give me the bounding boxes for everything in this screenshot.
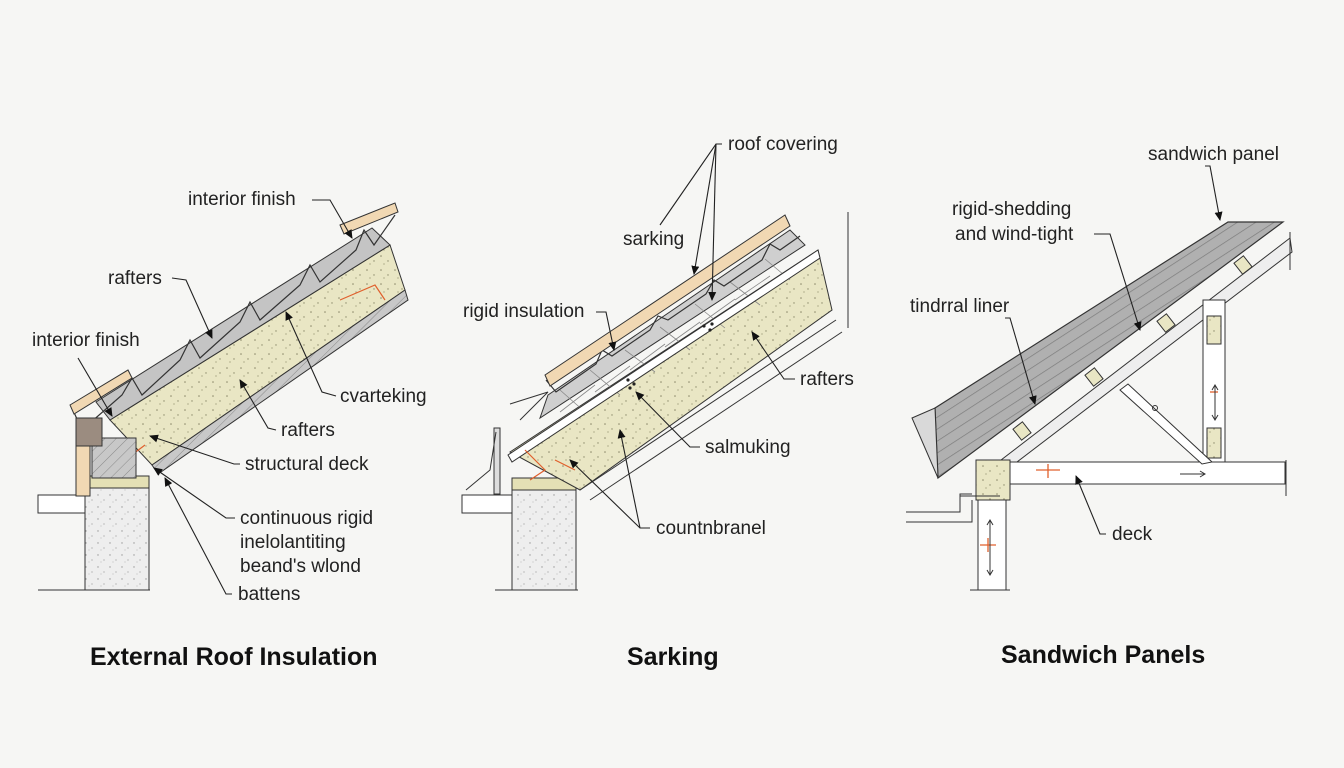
label-continuous-rigid-3: beand's wlond xyxy=(240,556,361,577)
leader-rigid-insulation xyxy=(596,311,617,351)
label-rigid-shedding-2: and wind-tight xyxy=(955,224,1074,245)
panel-sandwich-panels: sandwich panel rigid-shedding and wind-t… xyxy=(906,144,1293,669)
label-continuous-rigid-1: continuous rigid xyxy=(240,508,373,529)
wall-flashing xyxy=(906,493,973,523)
leader-battens xyxy=(164,477,232,595)
sarking-outer-line xyxy=(589,331,843,501)
label-deck: deck xyxy=(1112,524,1153,545)
leader-cvarteking xyxy=(285,311,337,397)
leader-rafters-sarking xyxy=(751,331,795,380)
leader-rafters-mid xyxy=(239,379,277,431)
fixing-dots xyxy=(626,322,714,390)
leader-roof-covering-c xyxy=(708,143,717,301)
leader-roof-covering-b xyxy=(691,143,717,275)
leader-salmuking xyxy=(635,391,700,448)
leader-rigid-shedding xyxy=(1094,233,1142,331)
label-sarking: sarking xyxy=(623,229,684,250)
dimension-arrows xyxy=(960,384,1219,576)
batten-top xyxy=(339,202,399,235)
label-roof-covering: roof covering xyxy=(728,134,838,155)
leader-rafters-top xyxy=(171,277,213,339)
bolt xyxy=(1152,405,1158,411)
label-salmuking: salmuking xyxy=(705,437,791,458)
label-interior-finish-top: interior finish xyxy=(188,189,296,210)
sarking-membrane xyxy=(539,229,806,420)
batten-boards xyxy=(69,369,133,415)
leader-sandwich-panel xyxy=(1205,165,1223,221)
column-infill-top xyxy=(1206,315,1222,345)
label-rigid-insulation: rigid insulation xyxy=(463,301,584,322)
wall-top-block xyxy=(75,417,103,447)
leader-deck xyxy=(1075,475,1106,535)
sarking-under-strip xyxy=(507,249,821,463)
leader-roof-covering xyxy=(659,143,722,226)
leader-interior-finish-top xyxy=(312,199,353,239)
label-rigid-shedding-1: rigid-shedding xyxy=(952,199,1071,220)
eave-lines xyxy=(465,391,549,491)
red-dimension-marks xyxy=(980,391,1218,552)
label-countnbranel: countnbranel xyxy=(656,518,766,539)
label-cvarteking: cvarteking xyxy=(340,386,427,407)
column-cap xyxy=(975,459,1011,501)
leader-structural-deck xyxy=(149,434,240,465)
panel-sarking: roof covering sarking rigid insulation r… xyxy=(461,134,854,671)
label-structural-deck: structural deck xyxy=(245,454,369,475)
panel-title-sandwich-panels: Sandwich Panels xyxy=(1001,641,1205,669)
column-infill-low xyxy=(1206,427,1222,459)
panel-external-roof-insulation: interior finish rafters interior finish … xyxy=(32,189,427,671)
stepped-battens xyxy=(71,214,396,431)
sandwich-panel-edge xyxy=(911,407,939,479)
sandwich-roof-panel xyxy=(934,221,1285,480)
label-continuous-rigid-2: inelolantiting xyxy=(240,532,346,553)
label-rafters-mid: rafters xyxy=(281,420,335,441)
panel-title-external-roof-insulation: External Roof Insulation xyxy=(90,643,378,671)
sarking-lower-line xyxy=(579,319,837,491)
knee-brace xyxy=(1119,383,1214,465)
diamond-pattern xyxy=(559,258,791,413)
panel-title-sarking: Sarking xyxy=(627,643,719,671)
leader-tindrral-liner xyxy=(1005,317,1037,405)
right-edge-lines xyxy=(1285,232,1291,496)
leader-interior-finish-left xyxy=(77,357,113,417)
label-tindrral-liner: tindrral liner xyxy=(910,296,1010,317)
leader-continuous-rigid xyxy=(153,467,235,519)
label-interior-finish-left: interior finish xyxy=(32,330,140,351)
leader-countnbranel-b xyxy=(617,429,641,529)
counter-battens xyxy=(545,235,801,393)
label-battens: battens xyxy=(238,584,300,605)
steel-beam xyxy=(984,461,1286,485)
liner-blocks xyxy=(1012,255,1253,441)
label-rafters-top: rafters xyxy=(108,268,162,289)
label-sandwich-panel: sandwich panel xyxy=(1148,144,1279,165)
label-rafters-sarking: rafters xyxy=(800,369,854,390)
sarking-top-board xyxy=(544,214,791,387)
